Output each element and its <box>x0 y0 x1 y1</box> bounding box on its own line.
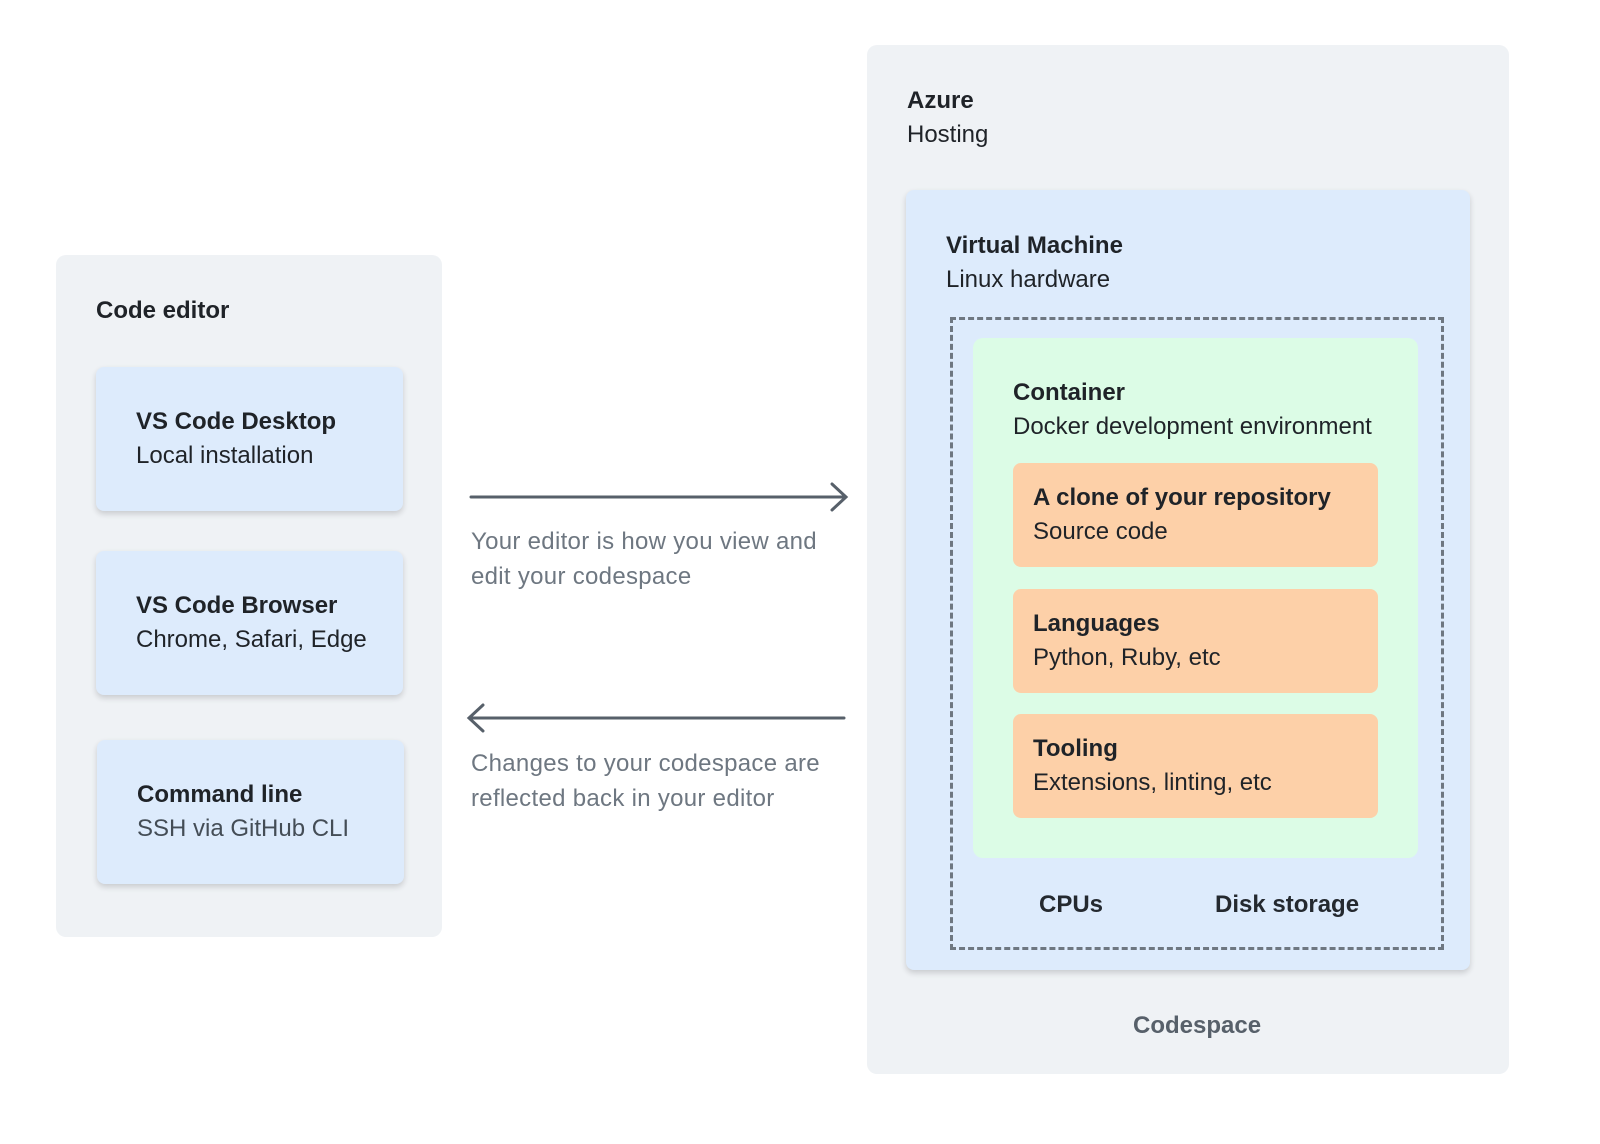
languages-subtitle: Python, Ruby, etc <box>1033 644 1221 671</box>
container-title: Container <box>1013 379 1126 406</box>
forward-caption-line1: Your editor is how you view and <box>471 528 817 555</box>
disk-storage-label: Disk storage <box>1215 891 1360 918</box>
tooling-item: Tooling Extensions, linting, etc <box>1013 714 1378 818</box>
vs-code-desktop-title: VS Code Desktop <box>136 408 337 435</box>
cpus-label: CPUs <box>1039 891 1104 918</box>
vs-code-desktop-card: VS Code Desktop Local installation <box>96 367 403 511</box>
back-caption: Changes to your codespace are reflected … <box>471 746 820 816</box>
virtual-machine-subtitle: Linux hardware <box>946 266 1111 293</box>
repository-clone-subtitle: Source code <box>1033 518 1168 545</box>
tooling-title: Tooling <box>1033 735 1118 762</box>
command-line-card: Command line SSH via GitHub CLI <box>97 740 404 884</box>
vs-code-browser-subtitle: Chrome, Safari, Edge <box>136 626 367 653</box>
forward-arrow <box>469 482 849 512</box>
forward-caption: Your editor is how you view and edit you… <box>471 524 817 594</box>
tooling-subtitle: Extensions, linting, etc <box>1033 769 1272 796</box>
vs-code-desktop-subtitle: Local installation <box>136 442 314 469</box>
vs-code-browser-card: VS Code Browser Chrome, Safari, Edge <box>96 551 403 695</box>
back-caption-line1: Changes to your codespace are <box>471 750 820 777</box>
code-editor-panel: Code editor VS Code Desktop Local instal… <box>56 255 442 937</box>
command-line-title: Command line <box>137 781 303 808</box>
repository-clone-title: A clone of your repository <box>1033 484 1331 511</box>
back-arrow <box>466 703 846 733</box>
forward-caption-line2: edit your codespace <box>471 563 692 590</box>
languages-item: Languages Python, Ruby, etc <box>1013 589 1378 693</box>
codespace-boundary <box>950 317 1444 950</box>
virtual-machine-title: Virtual Machine <box>946 232 1123 259</box>
azure-title: Azure <box>907 87 974 114</box>
command-line-subtitle: SSH via GitHub CLI <box>137 815 350 842</box>
languages-title: Languages <box>1033 610 1160 637</box>
codespace-label: Codespace <box>1133 1012 1262 1039</box>
vs-code-browser-title: VS Code Browser <box>136 592 338 619</box>
container-subtitle: Docker development environment <box>1013 413 1372 440</box>
back-caption-line2: reflected back in your editor <box>471 785 775 812</box>
code-editor-title: Code editor <box>96 297 230 324</box>
azure-subtitle: Hosting <box>907 121 989 148</box>
repository-clone-item: A clone of your repository Source code <box>1013 463 1378 567</box>
